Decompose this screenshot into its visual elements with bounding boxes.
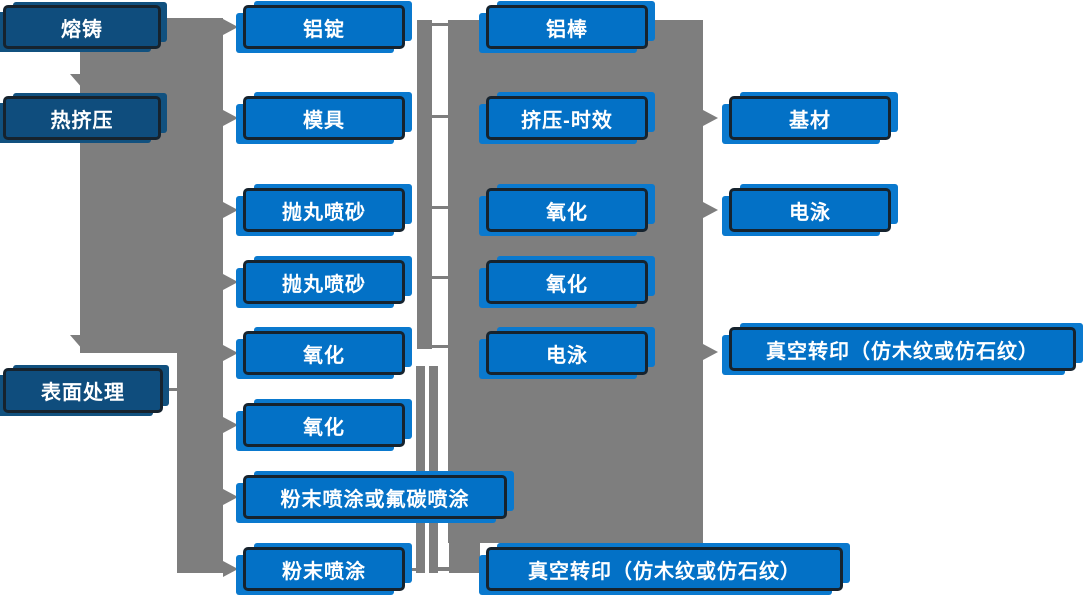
node-label: 抛丸喷砂 <box>282 201 366 224</box>
arrow-right-icon <box>223 345 238 361</box>
arrow-right-icon <box>223 202 238 218</box>
arrow-right-icon <box>223 489 238 505</box>
node-shot-blasting-1: 抛丸喷砂 <box>243 188 405 232</box>
arrow-right-icon <box>703 110 718 126</box>
node-hot-extrusion: 热挤压 <box>3 96 161 140</box>
node-label: 抛丸喷砂 <box>282 273 366 296</box>
node-mold: 模具 <box>243 96 405 140</box>
node-oxidation-1: 氧化 <box>243 331 405 375</box>
node-label: 粉末喷涂 <box>282 560 366 583</box>
arrow-right-icon <box>223 110 238 126</box>
mid-stub-row5 <box>432 345 448 348</box>
node-label: 粉末喷涂或氟碳喷涂 <box>280 488 470 511</box>
bottom-stub <box>432 567 450 571</box>
mid-stub-row3 <box>432 206 448 209</box>
node-label: 氧化 <box>303 416 345 439</box>
node-electrophoresis-2: 电泳 <box>729 188 891 232</box>
node-label: 热挤压 <box>50 109 114 132</box>
left-band-upper <box>80 18 223 353</box>
col3-band-tail <box>449 540 480 573</box>
mid-stub-row1 <box>432 23 448 26</box>
node-oxidation-3: 氧化 <box>486 188 648 232</box>
node-aluminum-rod: 铝棒 <box>486 5 648 49</box>
node-powder-or-fluorocarbon-coating: 粉末喷涂或氟碳喷涂 <box>243 475 507 519</box>
node-label: 氧化 <box>546 201 588 224</box>
node-label: 氧化 <box>303 344 345 367</box>
node-vacuum-transfer-print-right: 真空转印（仿木纹或仿石纹） <box>729 327 1076 371</box>
mid-stub-row2 <box>432 115 448 118</box>
node-label: 熔铸 <box>61 18 103 41</box>
node-oxidation-4: 氧化 <box>486 260 648 304</box>
node-shot-blasting-2: 抛丸喷砂 <box>243 260 405 304</box>
arrow-right-icon <box>703 344 718 360</box>
node-label: 铝锭 <box>303 18 345 41</box>
node-surface-treatment: 表面处理 <box>3 368 163 413</box>
node-base-material: 基材 <box>729 96 891 140</box>
node-label: 氧化 <box>546 273 588 296</box>
left-band-lower <box>177 353 223 573</box>
arrow-down-icon <box>70 74 96 89</box>
node-electrophoresis-1: 电泳 <box>486 331 648 375</box>
node-vacuum-transfer-print-bottom: 真空转印（仿木纹或仿石纹） <box>486 547 843 591</box>
node-label: 电泳 <box>546 344 588 367</box>
node-label: 基材 <box>789 109 831 132</box>
arrow-right-icon <box>223 274 238 290</box>
node-oxidation-2: 氧化 <box>243 403 405 447</box>
node-label: 真空转印（仿木纹或仿石纹） <box>766 340 1039 363</box>
node-label: 真空转印（仿木纹或仿石纹） <box>528 560 801 583</box>
mid-bar-upper <box>417 20 432 349</box>
node-powder-coating: 粉末喷涂 <box>243 547 405 591</box>
node-label: 电泳 <box>789 201 831 224</box>
arrow-right-icon <box>223 19 238 35</box>
mid-stub-row4 <box>432 276 448 279</box>
mid-bar-lower-2 <box>429 366 438 573</box>
node-label: 挤压-时效 <box>521 109 613 132</box>
arrow-right-icon <box>223 561 238 577</box>
node-extrusion-aging: 挤压-时效 <box>486 96 648 140</box>
surface-treatment-stub <box>163 388 177 391</box>
node-label: 表面处理 <box>41 382 125 404</box>
node-melting-casting: 熔铸 <box>3 5 161 49</box>
mid-bar-lower-1 <box>416 366 425 573</box>
arrow-right-icon <box>223 417 238 433</box>
node-aluminum-ingot: 铝锭 <box>243 5 405 49</box>
node-label: 模具 <box>303 109 345 132</box>
arrow-down-icon <box>70 335 96 350</box>
powder-coating-stub <box>405 568 417 571</box>
node-label: 铝棒 <box>546 18 588 41</box>
arrow-right-icon <box>703 202 718 218</box>
